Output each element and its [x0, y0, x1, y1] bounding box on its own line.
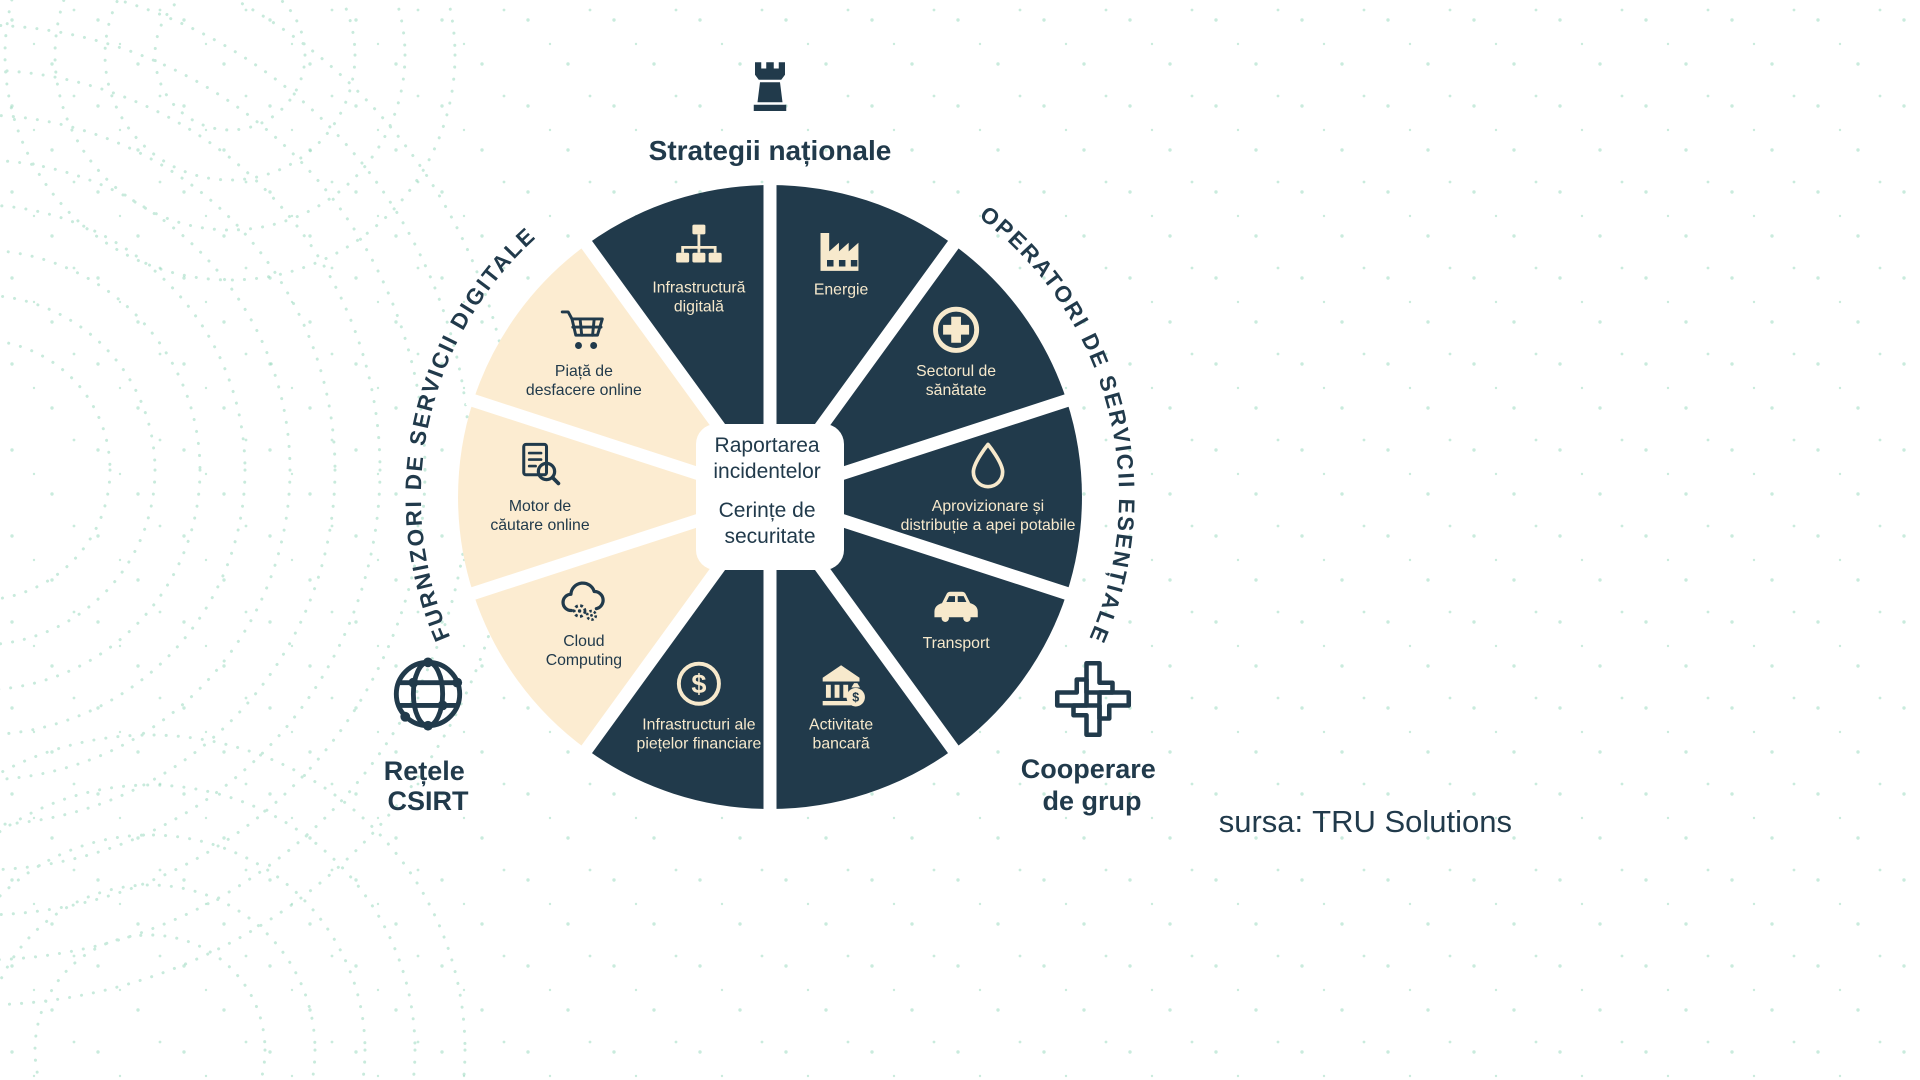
wheel-segment-piete-financiare	[586, 497, 770, 809]
wheel-segment-cloud-computing	[473, 497, 770, 750]
wheel-segment-sanatate	[770, 244, 1067, 497]
wheel-segment-infrastructura-digitala	[586, 185, 770, 497]
csirt-label: Rețele CSIRT	[384, 756, 473, 816]
wheel-segment-apa	[770, 400, 1082, 594]
source-credit: sursa:TRU Solutions	[1219, 804, 1512, 839]
csirt-networks: Rețele CSIRT	[384, 657, 473, 816]
center-panel	[696, 424, 844, 570]
wheel-segment-motor-cautare	[458, 400, 770, 594]
wheel-segment-bancar	[770, 497, 954, 809]
national-strategies-label: Strategii naționale	[649, 135, 892, 166]
group-cooperation: Cooperare de grup	[1021, 663, 1164, 816]
wheel-segment-piata-online	[473, 244, 770, 497]
cooperation-label: Cooperare de grup	[1021, 754, 1164, 816]
center-panel-text: Raportarea incidentelor Cerințe de secur…	[713, 434, 826, 548]
national-strategies-header: Strategii naționale	[649, 62, 892, 166]
wheel-segment-label-transport: Transport	[923, 635, 991, 652]
wheel-segment-label-energie: Energie	[814, 281, 869, 298]
wheel-segment-energie	[770, 185, 954, 497]
wheel-segment-transport	[770, 497, 1067, 750]
